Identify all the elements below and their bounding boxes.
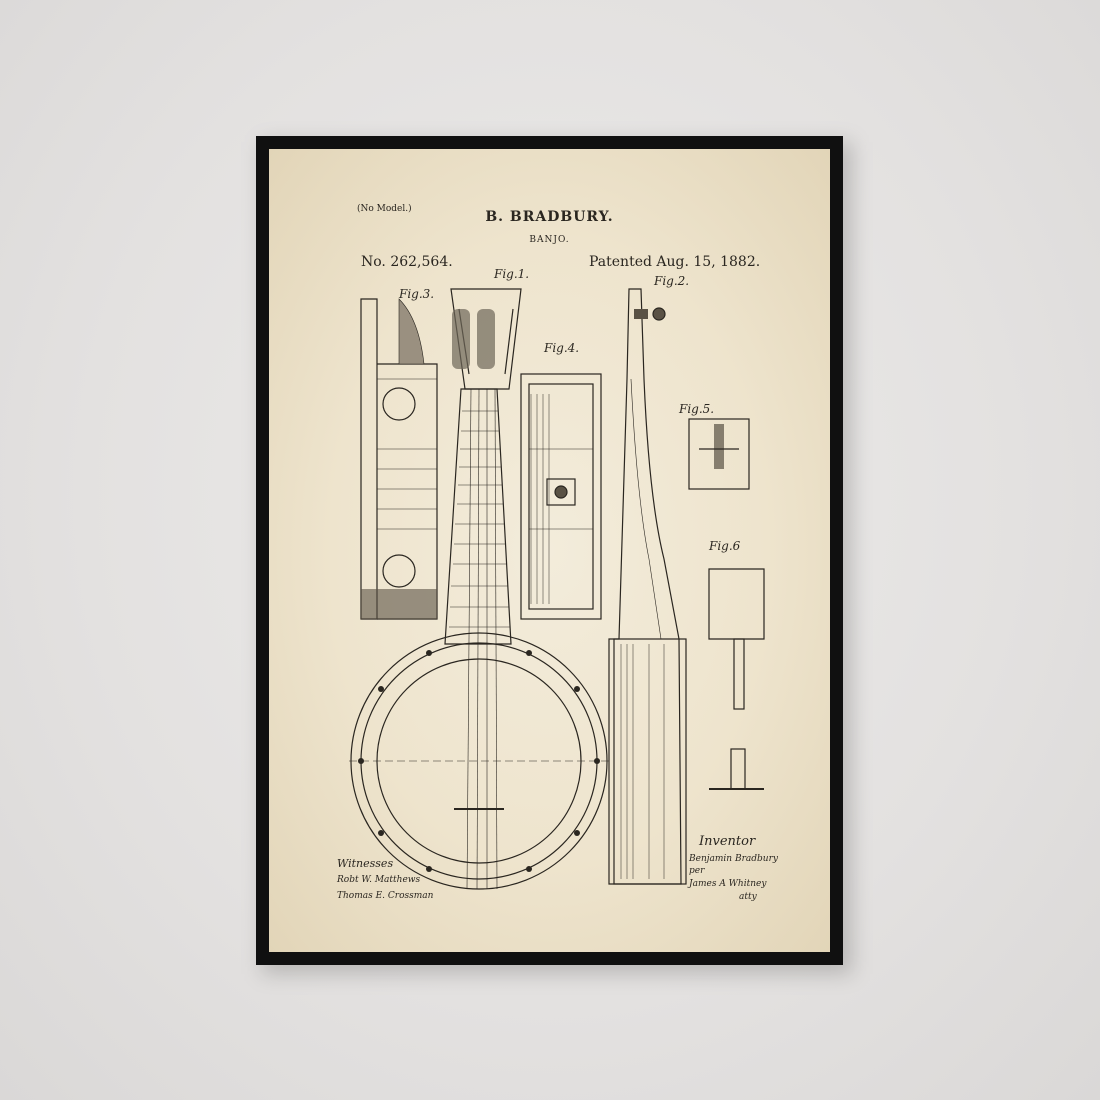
fig2-drawing bbox=[608, 288, 687, 885]
banjo-patent-drawing bbox=[349, 288, 765, 890]
fig5-label: Fig.5. bbox=[679, 402, 715, 416]
fig4-drawing bbox=[520, 373, 602, 620]
fig6-drawing bbox=[708, 568, 765, 790]
fig5-drawing bbox=[688, 418, 750, 490]
per-label: per bbox=[689, 866, 705, 876]
fig3-drawing bbox=[360, 298, 438, 620]
patent-print: (No Model.) B. BRADBURY. BANJO. No. 262,… bbox=[269, 149, 830, 952]
inventor-label: Inventor bbox=[699, 834, 756, 849]
attorney-signature: James A Whitney bbox=[689, 879, 767, 889]
patent-date: Patented Aug. 15, 1882. bbox=[589, 254, 761, 270]
fig1-drawing bbox=[349, 288, 609, 890]
inventor-heading: B. BRADBURY. bbox=[485, 209, 614, 225]
fig1-label: Fig.1. bbox=[494, 267, 530, 281]
atty-label: atty bbox=[739, 892, 757, 902]
witnesses-label: Witnesses bbox=[337, 857, 394, 870]
inventor-signature: Benjamin Bradbury bbox=[689, 854, 778, 864]
fig2-label: Fig.2. bbox=[654, 274, 690, 288]
fig4-label: Fig.4. bbox=[544, 341, 580, 355]
no-model-label: (No Model.) bbox=[357, 204, 412, 214]
poster-frame: (No Model.) B. BRADBURY. BANJO. No. 262,… bbox=[256, 136, 843, 965]
patent-number: No. 262,564. bbox=[361, 254, 453, 270]
fig3-label: Fig.3. bbox=[399, 287, 435, 301]
patent-title: BANJO. bbox=[529, 235, 570, 245]
fig6-label: Fig.6 bbox=[709, 539, 741, 553]
witness-signature-1: Robt W. Matthews bbox=[337, 875, 421, 885]
witness-signature-2: Thomas E. Crossman bbox=[337, 891, 434, 901]
